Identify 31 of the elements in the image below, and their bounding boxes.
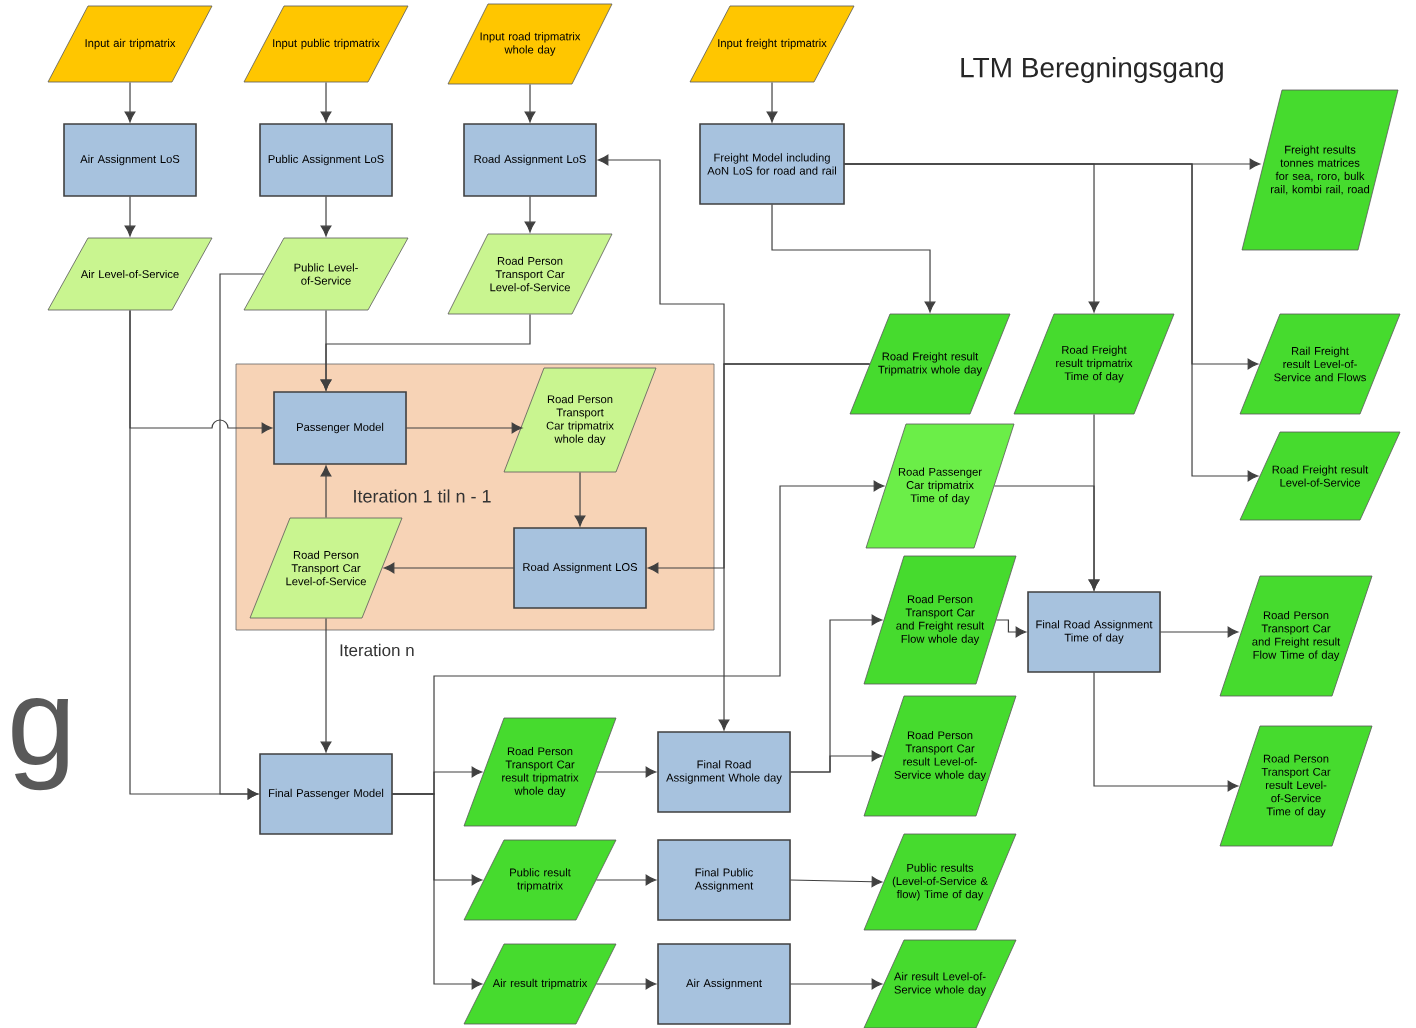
arrow <box>124 81 136 123</box>
arrow <box>771 203 936 313</box>
large-letter: g <box>12 697 69 791</box>
arrow <box>993 485 1100 591</box>
arrow <box>320 617 332 753</box>
arrow <box>405 422 523 434</box>
arrow <box>574 471 586 527</box>
arrow <box>320 313 531 391</box>
arrow <box>595 874 657 886</box>
arrow <box>391 793 483 990</box>
arrow <box>1159 626 1239 638</box>
arrow <box>1093 671 1239 792</box>
arrow <box>718 363 871 731</box>
arrow <box>320 465 332 519</box>
arrow <box>320 195 332 237</box>
arrow <box>789 876 883 888</box>
arrow <box>789 978 883 990</box>
arrow <box>843 163 1259 482</box>
arrow <box>524 83 536 123</box>
arrow <box>219 273 265 800</box>
arrow <box>766 81 778 123</box>
iteration-label: Iteration n <box>340 643 414 657</box>
arrow <box>383 562 515 574</box>
arrow <box>995 619 1027 638</box>
arrow <box>524 195 536 233</box>
diagram-title: LTM Beregningsgang <box>961 56 1223 84</box>
arrow <box>595 766 657 778</box>
arrow <box>789 750 883 773</box>
arrow <box>320 81 332 123</box>
arrow <box>124 195 136 237</box>
arrow <box>595 978 657 990</box>
